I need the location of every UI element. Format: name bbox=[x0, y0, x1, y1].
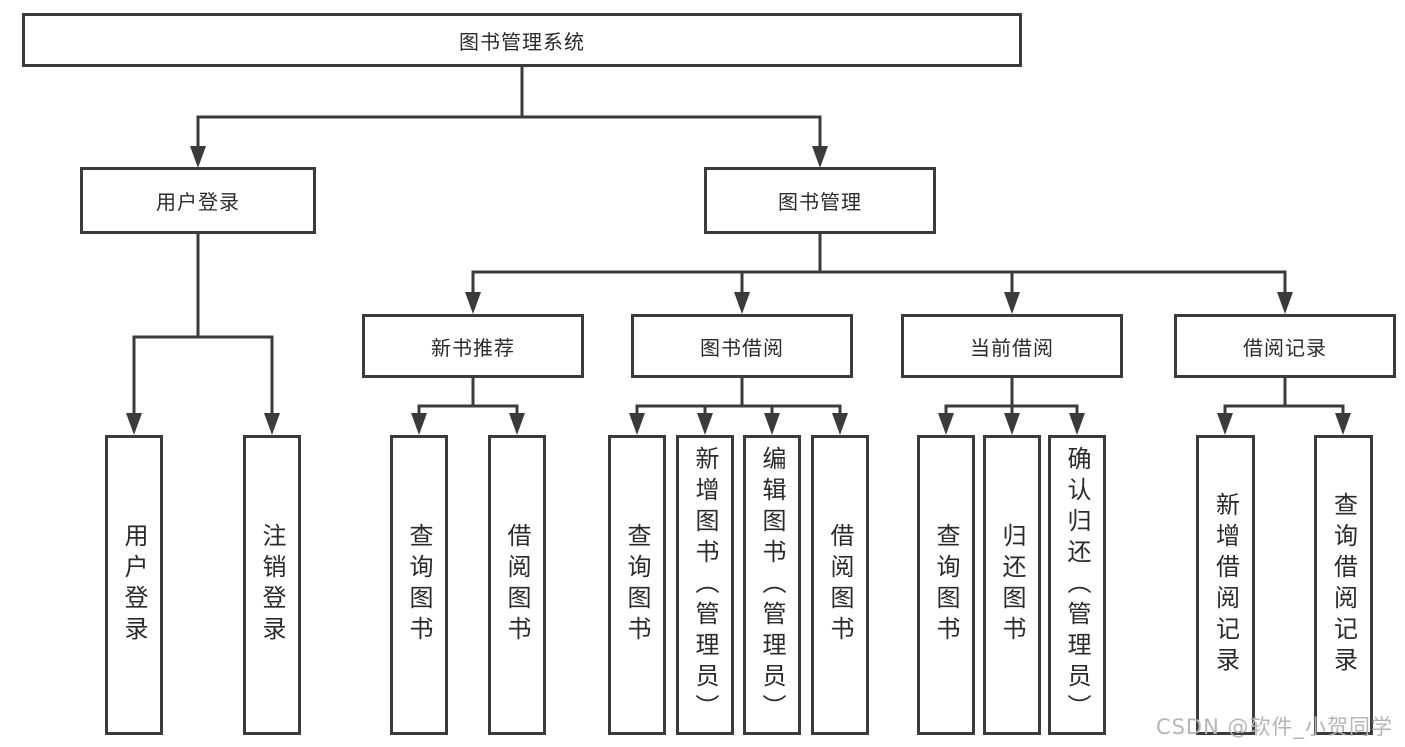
node-book-borrowing: 图书借阅 bbox=[631, 314, 853, 378]
leaf-user-login: 用户登录 bbox=[105, 435, 163, 735]
leaf-add-borrow-record-label: 新增借阅记录 bbox=[1211, 492, 1240, 678]
leaf-add-borrow-record: 新增借阅记录 bbox=[1196, 435, 1255, 735]
leaf-query-borrow-record-label: 查询借阅记录 bbox=[1329, 492, 1358, 678]
leaf-logout-label: 注销登录 bbox=[258, 523, 286, 647]
leaf-return-book-label: 归还图书 bbox=[998, 523, 1026, 647]
node-library-management-system: 图书管理系统 bbox=[22, 13, 1022, 67]
node-book-management: 图书管理 bbox=[704, 167, 936, 234]
leaf-user-login-label: 用户登录 bbox=[120, 523, 148, 647]
leaf-query-books-recommend-label: 查询图书 bbox=[405, 523, 433, 647]
leaf-return-book: 归还图书 bbox=[983, 435, 1041, 735]
leaf-borrow-books-recommend: 借阅图书 bbox=[488, 435, 546, 735]
leaf-query-books-borrow-label: 查询图书 bbox=[623, 523, 651, 647]
leaf-query-borrow-record: 查询借阅记录 bbox=[1314, 435, 1373, 735]
leaf-logout: 注销登录 bbox=[243, 435, 301, 735]
leaf-add-book-admin-label: 新增图书（管理员） bbox=[691, 445, 719, 725]
node-user-login: 用户登录 bbox=[80, 167, 316, 234]
leaf-confirm-return-admin-label: 确认归还（管理员） bbox=[1063, 445, 1091, 725]
leaf-borrow-books: 借阅图书 bbox=[811, 435, 869, 735]
node-borrowing-records: 借阅记录 bbox=[1174, 314, 1396, 378]
leaf-borrow-books-recommend-label: 借阅图书 bbox=[503, 523, 531, 647]
node-new-book-recommendation: 新书推荐 bbox=[362, 314, 584, 378]
leaf-add-book-admin: 新增图书（管理员） bbox=[676, 435, 734, 735]
leaf-edit-book-admin-label: 编辑图书（管理员） bbox=[758, 445, 786, 725]
leaf-query-books-current-label: 查询图书 bbox=[932, 523, 960, 647]
leaf-borrow-books-label: 借阅图书 bbox=[826, 523, 854, 647]
leaf-query-books-current: 查询图书 bbox=[917, 435, 975, 735]
node-current-borrowing: 当前借阅 bbox=[901, 314, 1123, 378]
leaf-query-books-borrow: 查询图书 bbox=[608, 435, 666, 735]
csdn-watermark: CSDN @软件_小贺同学 bbox=[1155, 715, 1393, 739]
leaf-confirm-return-admin: 确认归还（管理员） bbox=[1048, 435, 1106, 735]
leaf-query-books-recommend: 查询图书 bbox=[390, 435, 448, 735]
leaf-edit-book-admin: 编辑图书（管理员） bbox=[743, 435, 801, 735]
